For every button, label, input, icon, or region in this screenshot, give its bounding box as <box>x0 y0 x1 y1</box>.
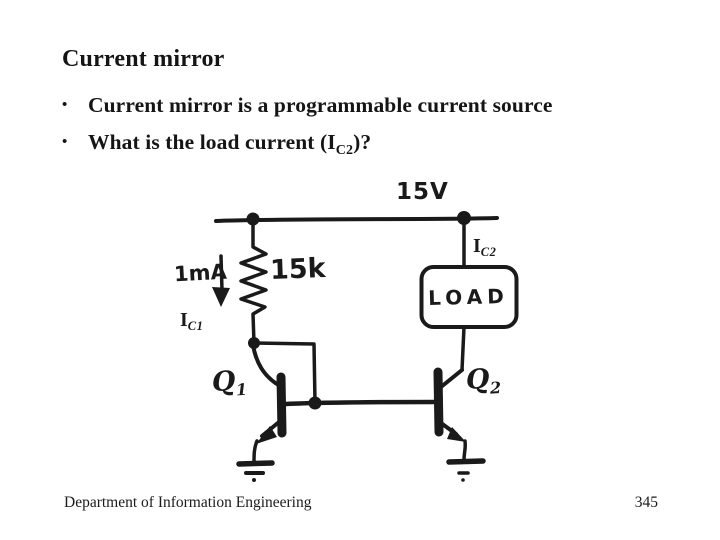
transistor-q2 <box>433 367 468 462</box>
transistor-q1-label: Q1 <box>211 365 248 401</box>
bullet-item: • What is the load current (IC2)? <box>62 130 662 158</box>
bullet-text-post: )? <box>353 130 372 154</box>
bullet-text: What is the load current (IC2)? <box>88 130 372 158</box>
ground-symbol-q1 <box>236 460 275 482</box>
ic1-subscript: C1 <box>187 319 204 333</box>
ground-symbol-q2 <box>446 458 486 482</box>
load-label: LOAD <box>427 283 510 311</box>
bullet-item: • Current mirror is a programmable curre… <box>62 93 662 117</box>
resistor-15k <box>239 218 268 345</box>
ic2-subscript: C2 <box>480 245 497 259</box>
base-wire <box>283 399 439 407</box>
resistor-value-label: 15k <box>269 253 327 286</box>
bullet-glyph: • <box>62 133 68 150</box>
load-wire-bottom <box>460 325 466 372</box>
footer-department: Department of Information Engineering <box>64 494 312 511</box>
q1-symbol: Q <box>210 365 237 399</box>
footer-page-number: 345 <box>634 494 658 511</box>
page-title: Current mirror <box>62 46 225 72</box>
transistor-q2-label: Q2 <box>465 363 501 399</box>
ic2-symbol: I <box>473 235 481 257</box>
bullet-text: Current mirror is a programmable current… <box>88 93 553 117</box>
q2-subscript: 2 <box>489 378 502 398</box>
supply-voltage-label: 15V <box>396 179 449 205</box>
current-arrow-1ma <box>212 254 230 307</box>
transistor-q1 <box>251 343 287 465</box>
reference-current-label: 1mA <box>173 259 228 287</box>
junction-dot-rail-right <box>457 211 471 225</box>
ic1-symbol: I <box>180 309 188 331</box>
current-ic1-label: IC1 <box>180 309 203 334</box>
bullet-list: • Current mirror is a programmable curre… <box>62 93 662 167</box>
current-ic2-label: IC2 <box>473 235 496 260</box>
collector-base-tie-wire <box>252 341 317 405</box>
bullet-glyph: • <box>62 96 68 113</box>
q1-subscript: 1 <box>235 379 248 400</box>
q2-symbol: Q <box>465 363 491 396</box>
bullet-text-pre: What is the load current (I <box>88 130 336 154</box>
bullet-text-subscript: C2 <box>335 143 354 158</box>
load-box <box>419 265 519 329</box>
